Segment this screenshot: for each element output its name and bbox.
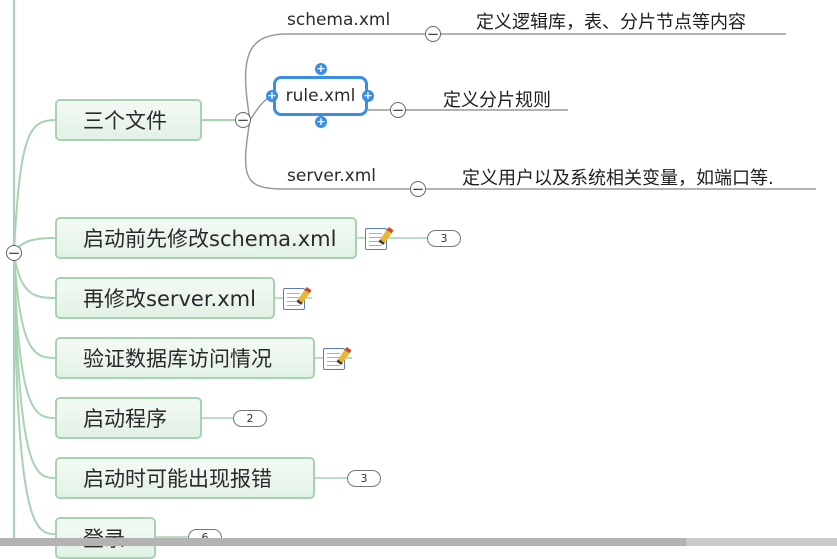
plus-icon[interactable]: + <box>315 62 327 75</box>
connector-lines <box>13 0 816 546</box>
horizontal-scrollbar[interactable] <box>0 538 837 546</box>
topic-label: 启动程序 <box>83 407 167 431</box>
plus-icon[interactable]: + <box>362 89 374 102</box>
topic-label: 启动时可能出现报错 <box>83 467 272 491</box>
topic-three-files-collapse-button[interactable]: − <box>235 110 251 129</box>
topic-label: 三个文件 <box>83 109 167 133</box>
child-count-badge[interactable]: 3 <box>347 470 381 487</box>
file-rule-xml-label: rule.xml <box>285 86 356 106</box>
file-server-xml-collapse-button[interactable]: − <box>410 179 426 198</box>
topic-start-program[interactable]: 启动程序 <box>55 397 202 439</box>
plus-icon[interactable]: + <box>315 115 327 128</box>
topic-verify-db-access[interactable]: 验证数据库访问情况 <box>55 337 315 379</box>
topic-startup-errors[interactable]: 启动时可能出现报错 <box>55 457 315 499</box>
plus-icon[interactable]: + <box>266 89 278 102</box>
file-server-xml[interactable]: server.xml <box>287 166 377 186</box>
scrollbar-thumb[interactable] <box>0 538 686 546</box>
root-collapse-button[interactable]: − <box>6 243 22 262</box>
topic-label: 验证数据库访问情况 <box>83 347 272 371</box>
topic-modify-schema[interactable]: 启动前先修改schema.xml <box>55 217 357 259</box>
file-schema-xml-description[interactable]: 定义逻辑库，表、分片节点等内容 <box>476 12 746 33</box>
file-rule-xml-selected[interactable]: rule.xml <box>273 76 368 116</box>
child-count-badge[interactable]: 3 <box>427 230 461 247</box>
topic-label: 启动前先修改schema.xml <box>83 227 337 251</box>
child-count-badge[interactable]: 2 <box>233 410 267 427</box>
file-server-xml-description[interactable]: 定义用户以及系统相关变量，如端口等. <box>462 168 774 189</box>
topic-modify-server[interactable]: 再修改server.xml <box>55 277 275 319</box>
topic-three-files[interactable]: 三个文件 <box>55 99 202 141</box>
file-schema-xml-collapse-button[interactable]: − <box>425 24 441 43</box>
note-pencil-icon[interactable] <box>283 286 312 310</box>
file-rule-xml-description[interactable]: 定义分片规则 <box>443 90 551 111</box>
note-pencil-icon[interactable] <box>365 226 394 250</box>
file-rule-xml-collapse-button[interactable]: − <box>390 100 406 119</box>
file-schema-xml[interactable]: schema.xml <box>287 10 391 30</box>
note-pencil-icon[interactable] <box>323 346 352 370</box>
topic-label: 再修改server.xml <box>83 287 256 311</box>
